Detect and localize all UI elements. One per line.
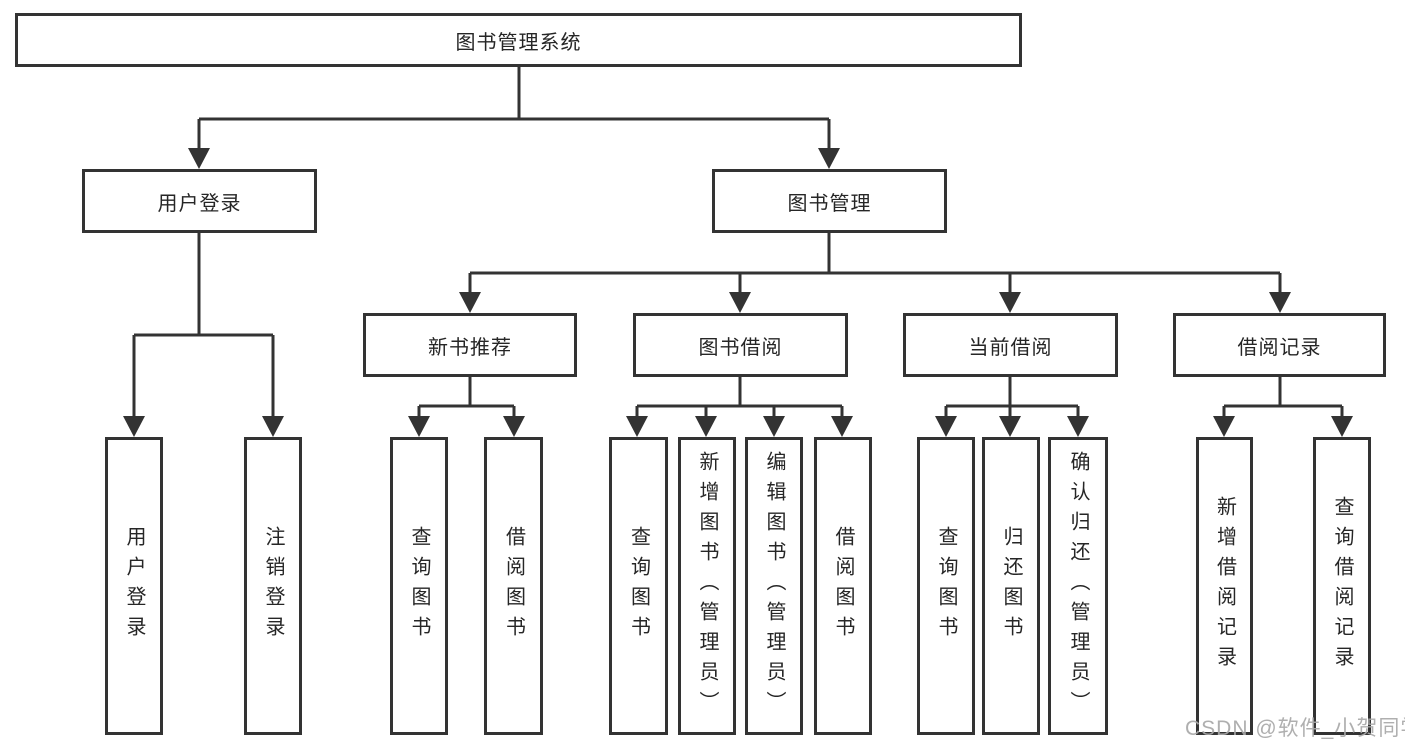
node-book-management-label: 图书管理 (787, 192, 872, 215)
node-confirm-return-admin: 确认归还（管理员） (1048, 437, 1108, 735)
node-user-login: 用户登录 (82, 169, 317, 233)
node-new-book-recommend: 新书推荐 (363, 313, 577, 377)
node-query-books-current: 查询图书 (917, 437, 975, 735)
node-logout-action-label: 注销登录 (262, 526, 284, 646)
node-query-borrow-record: 查询借阅记录 (1313, 437, 1371, 735)
node-add-borrow-record: 新增借阅记录 (1196, 437, 1253, 735)
node-borrow-records: 借阅记录 (1173, 313, 1386, 377)
node-user-login-label: 用户登录 (157, 192, 242, 215)
node-confirm-return-admin-label: 确认归还（管理员） (1067, 451, 1089, 721)
node-current-borrow-label: 当前借阅 (968, 336, 1053, 359)
node-book-borrow: 图书借阅 (633, 313, 848, 377)
node-library-system-label: 图书管理系统 (455, 31, 582, 54)
node-query-books-recommend: 查询图书 (390, 437, 448, 735)
csdn-watermark: CSDN @软件_小贺同学 (1185, 717, 1405, 740)
node-edit-books-admin-label: 编辑图书（管理员） (763, 451, 785, 721)
arrow-down-heads (123, 148, 1353, 437)
node-return-books: 归还图书 (982, 437, 1040, 735)
node-borrow-books-recommend: 借阅图书 (484, 437, 543, 735)
node-book-borrow-label: 图书借阅 (698, 336, 783, 359)
node-new-book-recommend-label: 新书推荐 (428, 336, 512, 359)
node-edit-books-admin: 编辑图书（管理员） (745, 437, 803, 735)
node-query-borrow-record-label: 查询借阅记录 (1331, 496, 1353, 676)
node-library-system: 图书管理系统 (15, 13, 1022, 67)
tree-edges (132, 67, 1344, 418)
node-add-borrow-record-label: 新增借阅记录 (1213, 496, 1236, 676)
node-book-management: 图书管理 (712, 169, 947, 233)
node-user-login-action-label: 用户登录 (123, 526, 145, 646)
node-query-books-borrow: 查询图书 (609, 437, 668, 735)
node-add-books-admin: 新增图书（管理员） (678, 437, 736, 735)
node-borrow-records-label: 借阅记录 (1237, 336, 1322, 359)
node-borrow-books-label: 借阅图书 (832, 526, 854, 646)
node-user-login-action: 用户登录 (105, 437, 163, 735)
node-query-books-current-label: 查询图书 (935, 526, 957, 646)
node-return-books-label: 归还图书 (1000, 526, 1022, 646)
node-query-books-borrow-label: 查询图书 (627, 526, 650, 646)
node-current-borrow: 当前借阅 (903, 313, 1118, 377)
node-borrow-books: 借阅图书 (814, 437, 872, 735)
node-logout-action: 注销登录 (244, 437, 302, 735)
node-query-books-recommend-label: 查询图书 (408, 526, 430, 646)
node-add-books-admin-label: 新增图书（管理员） (696, 451, 718, 721)
node-borrow-books-recommend-label: 借阅图书 (502, 526, 525, 646)
